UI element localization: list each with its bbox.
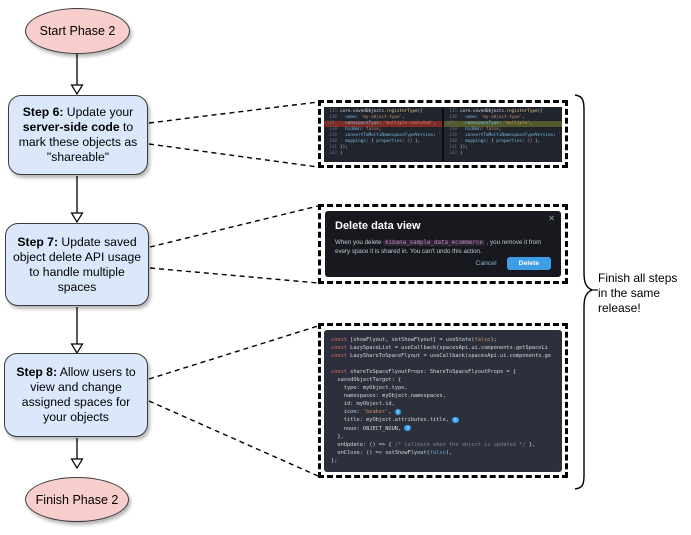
- arrowhead-icon: [70, 212, 84, 224]
- line-number: 139: [329, 132, 337, 138]
- line-number: 136: [329, 114, 337, 120]
- brace-note: Finish all steps in the same release!: [598, 271, 678, 315]
- code-line: namespaces: myObject.namespaces,: [331, 393, 446, 400]
- line-number: 136: [449, 114, 457, 120]
- callout-line-step6-top: [148, 101, 319, 124]
- arrowhead-icon: [70, 458, 84, 470]
- callout-number-badge: 1: [394, 408, 402, 416]
- arrowhead-icon: [70, 343, 84, 355]
- line-number: 142: [449, 150, 457, 156]
- callout-line-step8-top: [148, 325, 319, 380]
- start-node-label: Start Phase 2: [39, 24, 116, 38]
- code-line: 136 name: 'my-object-type',: [444, 115, 562, 121]
- code-line: };: [331, 457, 338, 464]
- code-line: const LazySpaceList = useCallback(spaces…: [331, 344, 548, 351]
- line-number: 139: [449, 132, 457, 138]
- step6-node: Step 6: Update your server-side code to …: [8, 95, 148, 175]
- modal-body: When you delete kibana_sample_data_ecomm…: [335, 239, 549, 256]
- code-line: type: myObject.type,: [331, 385, 408, 392]
- code-line: 136 name: 'my-object-type',: [324, 115, 442, 121]
- line-number: 137+: [446, 120, 457, 126]
- line-number: 135: [449, 108, 457, 114]
- screenshot-delete-modal: ✕ Delete data view When you delete kiban…: [318, 204, 568, 284]
- code-line: 142}: [444, 151, 562, 157]
- callout-number-badge: 3: [404, 424, 411, 432]
- line-number: 135: [329, 108, 337, 114]
- code-line: const LazyShareToSpaceFlyout = useCallba…: [331, 352, 552, 359]
- code-line: 137+ namespaceType: 'multiple',: [444, 120, 562, 127]
- callout-line-step8-bottom: [148, 400, 319, 477]
- step8-label: Step 8: Allow users to view and change a…: [16, 365, 136, 424]
- code-line: const [showFlyout, setShowFlyout] = useS…: [331, 336, 497, 343]
- inline-code-token: kibana_sample_data_ecommerce: [383, 240, 485, 246]
- code-line: 138 hidden: false,: [324, 127, 442, 133]
- code-line: },: [331, 433, 344, 440]
- code-line: 138 hidden: false,: [444, 127, 562, 133]
- finish-node: Finish Phase 2: [25, 477, 129, 522]
- line-number: 137-: [326, 120, 337, 126]
- code-line: const shareToSpaceFlyoutProps: ShareToSp…: [331, 368, 516, 375]
- finish-node-label: Finish Phase 2: [35, 492, 119, 507]
- step7-label: Step 7: Update saved object delete API u…: [12, 234, 142, 294]
- line-number: 142: [329, 150, 337, 156]
- code-line: 140 mappings: { properties: {} },: [324, 139, 442, 145]
- code-line: 137- namespaceType: 'multiple-isolated',: [324, 120, 442, 127]
- modal-body-prefix: When you delete: [335, 239, 384, 246]
- modal-title: Delete data view: [335, 220, 421, 232]
- code-line: savedObjectTarget: {: [331, 376, 402, 383]
- step7-node: Step 7: Update saved object delete API u…: [5, 223, 149, 306]
- code-line: 139 convertToMultiNamespaceTypeVersion: …: [324, 133, 442, 139]
- screenshot-flyout-code: const [showFlyout, setShowFlyout] = useS…: [318, 323, 568, 478]
- modal-body-suffix: , you remove it from every space it is s…: [335, 239, 542, 255]
- line-number: 138: [449, 126, 457, 132]
- code-line: 142}: [324, 151, 442, 157]
- callout-line-step6-bottom: [148, 143, 319, 168]
- code-line: [331, 360, 555, 368]
- callout-number-badge: 2: [452, 416, 459, 424]
- code-line: 141});: [324, 145, 442, 151]
- code-line: 140 mappings: { properties: {} },: [444, 139, 562, 145]
- arrowhead-icon: [70, 84, 84, 96]
- code-line: noun: OBJECT_NOUN, 3: [331, 424, 411, 432]
- delete-modal: ✕ Delete data view When you delete kiban…: [325, 211, 561, 277]
- callout-line-step7-top: [149, 205, 319, 248]
- cancel-button[interactable]: Cancel: [475, 260, 497, 267]
- line-number: 140: [449, 138, 457, 144]
- code-block: const [showFlyout, setShowFlyout] = useS…: [324, 329, 562, 472]
- code-line: 139 convertToMultiNamespaceTypeVersion: …: [444, 133, 562, 139]
- code-line: title: myObject.attributes.title, 2: [331, 416, 459, 424]
- line-number: 138: [329, 126, 337, 132]
- line-number: 141: [449, 144, 457, 150]
- line-number: 141: [329, 144, 337, 150]
- line-number: 140: [329, 138, 337, 144]
- code-line: 141});: [444, 145, 562, 151]
- code-line: onClose: () => setShowFlyout(false),: [331, 449, 453, 456]
- code-line: onUpdate: () => { /* callback when the o…: [331, 441, 536, 448]
- close-icon[interactable]: ✕: [548, 214, 555, 223]
- code-line: id: myObject.id,: [331, 401, 395, 408]
- diff-divider: [442, 106, 444, 162]
- curly-brace: [574, 94, 594, 490]
- delete-button[interactable]: Delete: [506, 257, 551, 270]
- step8-node: Step 8: Allow users to view and change a…: [4, 353, 148, 437]
- callout-line-step7-bottom: [149, 267, 319, 284]
- step6-label: Step 6: Update your server-side code to …: [18, 105, 138, 164]
- code-line: icon: 'beaker', 1: [331, 408, 402, 416]
- modal-actions: Cancel Delete: [475, 257, 551, 270]
- start-node: Start Phase 2: [25, 8, 130, 54]
